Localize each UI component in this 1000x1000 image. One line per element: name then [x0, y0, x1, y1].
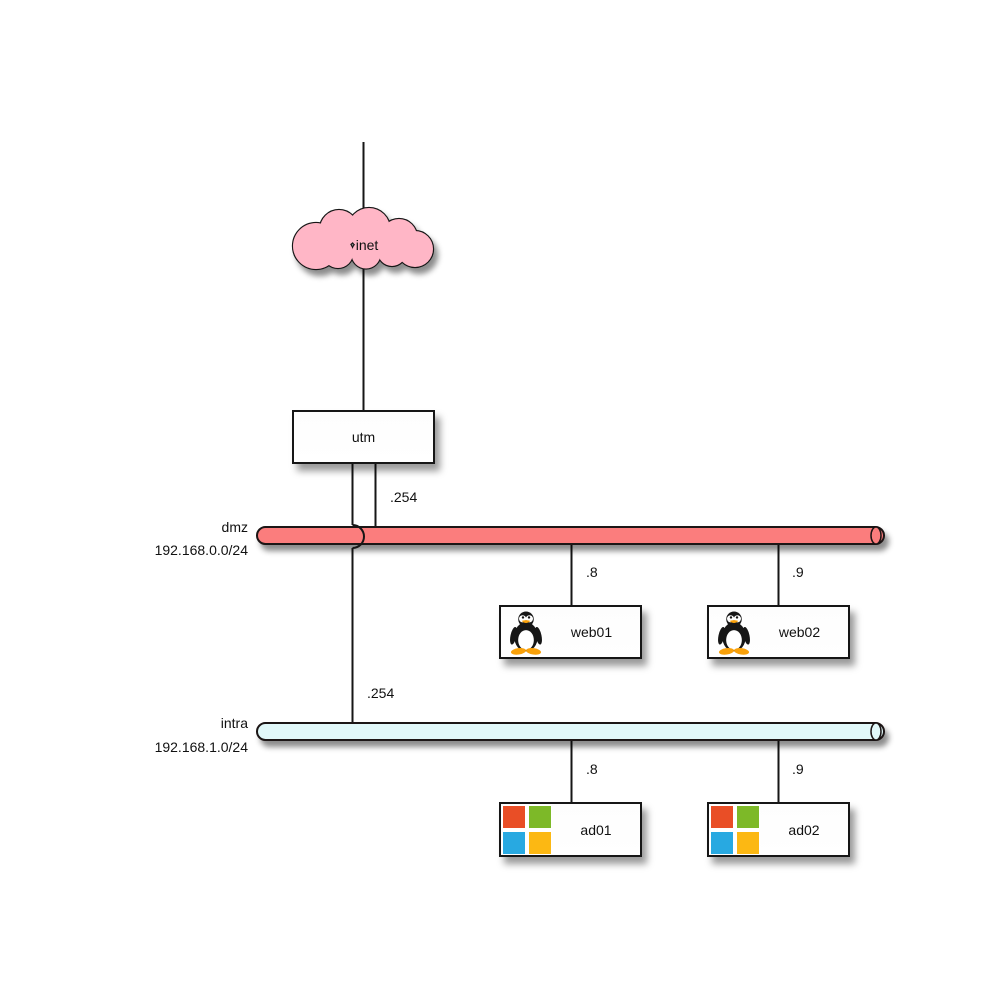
ad02-ip-label: .9	[792, 761, 804, 777]
web02-node: web02	[707, 605, 850, 659]
windows-icon-square-green	[529, 805, 551, 828]
web01-node: web01	[499, 605, 642, 659]
ad01-label: ad01	[580, 821, 612, 838]
ad01-node: ad01	[499, 802, 642, 857]
intra-uplink-ip-label: .254	[367, 685, 395, 701]
windows-icon-square-yellow	[529, 831, 551, 854]
ad02-label: ad02	[788, 821, 820, 838]
utm-label: utm	[351, 429, 376, 445]
wire-jump-arc	[352, 524, 365, 549]
web01-label: web01	[570, 624, 613, 640]
windows-icon-square-blue	[503, 831, 525, 854]
dmz-uplink-ip-label: .254	[390, 489, 418, 505]
ad02-node: ad02	[707, 802, 850, 857]
web01-ip-label: .8	[586, 564, 598, 580]
tux-linux-icon	[718, 611, 750, 655]
ad01-ip-label: .8	[586, 761, 598, 777]
utm-node: utm	[292, 410, 435, 464]
tux-linux-icon	[510, 611, 542, 655]
dmz-subnet-label: 192.168.0.0/24	[154, 542, 248, 558]
dmz-name-label: dmz	[221, 519, 248, 535]
windows-icon	[710, 805, 760, 854]
dmz-network-bar	[256, 526, 885, 545]
web02-ip-label: .9	[792, 564, 804, 580]
windows-icon-square-red	[503, 805, 525, 828]
windows-icon-square-red	[711, 805, 733, 828]
web02-label: web02	[778, 624, 821, 640]
windows-icon-square-yellow	[737, 831, 759, 854]
windows-icon	[502, 805, 552, 854]
intra-subnet-label: 192.168.1.0/24	[154, 739, 248, 755]
intra-name-label: intra	[220, 715, 248, 731]
windows-icon-square-blue	[711, 831, 733, 854]
inet-cloud-icon	[291, 206, 435, 271]
windows-icon-square-green	[737, 805, 759, 828]
inet-label: inet	[355, 237, 379, 253]
intra-network-bar	[256, 722, 885, 741]
